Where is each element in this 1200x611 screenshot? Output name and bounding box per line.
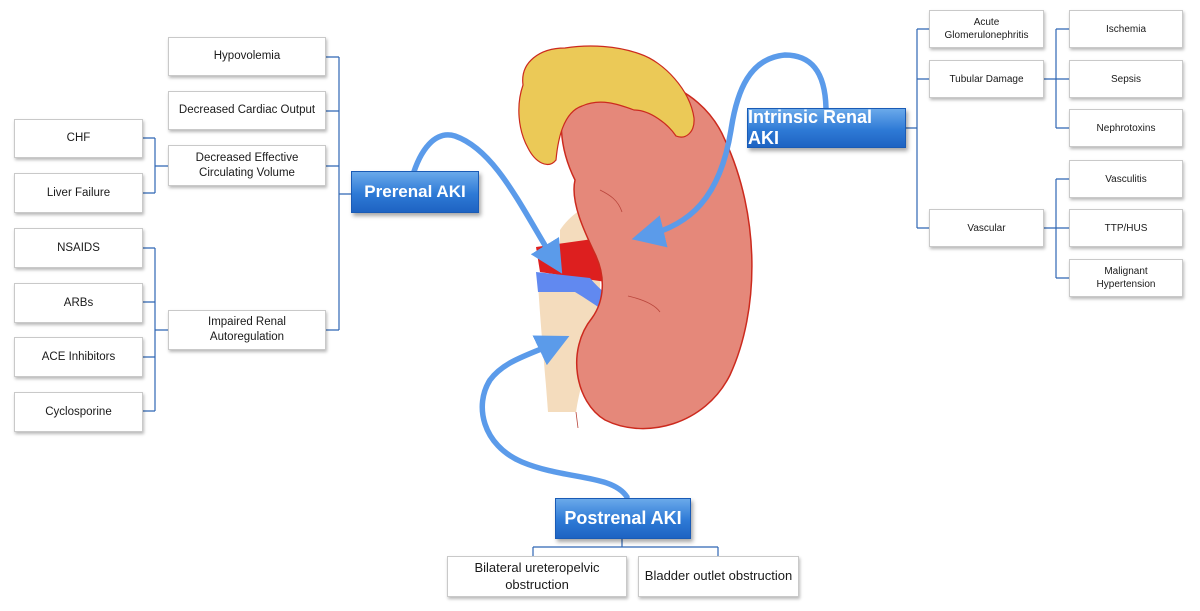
glomerulonephritis-box: Acute Glomerulonephritis [929,10,1044,48]
nephrotoxins-box: Nephrotoxins [1069,109,1183,147]
connector-autoregulation-causes [143,247,168,412]
kidney-shape [560,75,753,430]
bladder-outlet-obstruction-box: Bladder outlet obstruction [638,556,799,597]
connector-prerenal [326,56,351,331]
chf-box: CHF [14,119,143,158]
connector-postrenal [532,539,719,556]
effective-volume-box: Decreased Effective Circulating Volume [168,145,326,186]
hypovolemia-box: Hypovolemia [168,37,326,76]
cardiac-output-box: Decreased Cardiac Output [168,91,326,130]
adrenal-gland [518,45,695,165]
ureteropelvic-obstruction-box: Bilateral ureteropelvic obstruction [447,556,627,597]
malignant-hypertension-box: Malignant Hypertension [1069,259,1183,297]
connector-lines [143,28,1069,556]
nsaids-box: NSAIDS [14,228,143,268]
cyclosporine-box: Cyclosporine [14,392,143,432]
prerenal-aki-label: Prerenal AKI [351,171,479,213]
connector-tubular-causes [1044,28,1069,129]
prerenal-arrow [409,132,563,274]
kidney-illustration [518,45,753,430]
arbs-box: ARBs [14,283,143,323]
postrenal-aki-label: Postrenal AKI [555,498,691,539]
autoregulation-box: Impaired Renal Autoregulation [168,310,326,350]
arrows [409,52,829,500]
connector-intrinsic [906,28,929,229]
vascular-box: Vascular [929,209,1044,247]
connector-volume-causes [143,137,168,194]
liver-failure-box: Liver Failure [14,173,143,213]
ischemia-box: Ischemia [1069,10,1183,48]
intrinsic-renal-aki-label: Intrinsic Renal AKI [747,107,906,148]
postrenal-arrow [479,335,630,500]
vasculitis-box: Vasculitis [1069,160,1183,198]
intrinsic-arrow [631,52,829,248]
ace-inhibitors-box: ACE Inhibitors [14,337,143,377]
tubular-damage-box: Tubular Damage [929,60,1044,98]
ttp-hus-box: TTP/HUS [1069,209,1183,247]
sepsis-box: Sepsis [1069,60,1183,98]
connector-vascular-causes [1044,178,1069,279]
